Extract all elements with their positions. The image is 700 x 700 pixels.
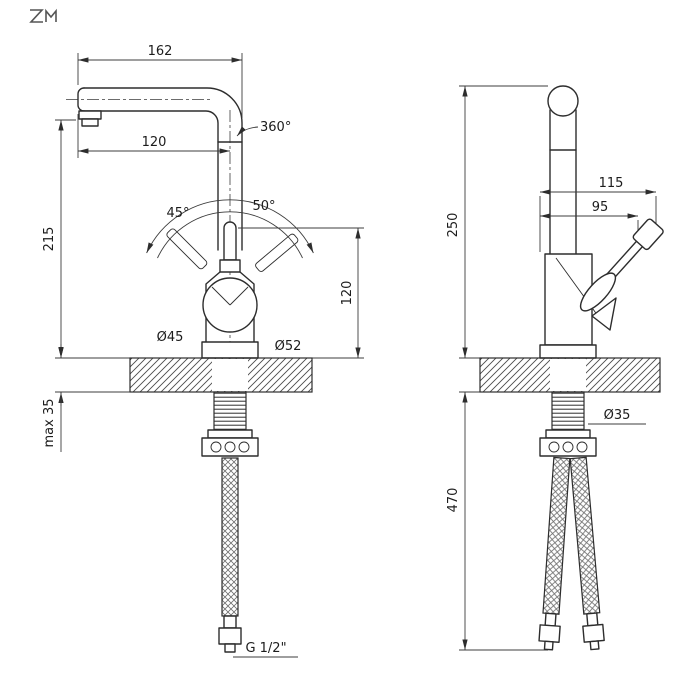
supply-hose-left bbox=[538, 456, 571, 651]
dim-height-to-spout: 215 bbox=[42, 119, 130, 359]
swivel-annotation: 360° bbox=[236, 120, 291, 137]
dim-body-height-label: 120 bbox=[340, 281, 355, 306]
mount-hole-annotation: Ø35 bbox=[588, 408, 646, 425]
dim-total-height: 250 bbox=[446, 85, 548, 359]
dim-depth-to-lever: 95 bbox=[540, 200, 639, 250]
front-view: 162 360° 120 215 45° 50° bbox=[42, 44, 364, 658]
dim-height-label: 215 bbox=[42, 227, 57, 252]
handle-base-plate bbox=[579, 272, 617, 312]
countertop-front bbox=[129, 357, 313, 393]
riser-side bbox=[547, 85, 579, 255]
base-flange bbox=[201, 341, 259, 359]
dim-depth-tip-label: 115 bbox=[599, 176, 624, 191]
thread-size-annotation: G 1/2" bbox=[233, 641, 298, 658]
handle-angle-right-label: 50° bbox=[252, 199, 275, 214]
dim-max-thickness-label: max 35 bbox=[42, 399, 57, 448]
hose-nut-front bbox=[218, 627, 242, 645]
dim-spout-width: 162 bbox=[77, 44, 243, 118]
dia-body-label: Ø45 bbox=[157, 330, 184, 345]
dim-body-height: 120 bbox=[238, 227, 364, 359]
threaded-shank-side bbox=[539, 391, 597, 457]
threaded-shank-front bbox=[201, 391, 259, 457]
dim-spout-reach: 120 bbox=[77, 114, 230, 158]
base-flange-side bbox=[539, 344, 597, 359]
mounting-bracket-side bbox=[539, 437, 597, 457]
dim-max-mount-thickness: max 35 bbox=[42, 344, 130, 452]
dim-hose-length: 470 bbox=[446, 391, 548, 651]
swivel-angle-label: 360° bbox=[260, 120, 291, 135]
dim-hose-length-label: 470 bbox=[446, 488, 461, 513]
handle-swing-range: 45° 50° bbox=[146, 199, 314, 272]
dim-spout-width-label: 162 bbox=[148, 44, 173, 59]
spout-end-circle bbox=[547, 85, 579, 117]
dim-total-height-label: 250 bbox=[446, 213, 461, 238]
mixer-body bbox=[201, 271, 259, 359]
mixer-body-side bbox=[539, 253, 617, 359]
handle-lever bbox=[219, 221, 241, 273]
aerator bbox=[78, 110, 102, 127]
supply-hose-front bbox=[218, 457, 242, 653]
supply-hose-right bbox=[569, 456, 605, 651]
dia-base-label: Ø52 bbox=[275, 339, 302, 354]
handle-angle-left-label: 45° bbox=[166, 206, 189, 221]
dim-spout-reach-label: 120 bbox=[142, 135, 167, 150]
countertop-side bbox=[479, 357, 661, 393]
dim-depth-lever-label: 95 bbox=[592, 200, 609, 215]
spout-outline bbox=[77, 87, 243, 251]
mounting-bracket-front bbox=[201, 437, 259, 457]
side-view: 250 470 115 95 bbox=[446, 85, 664, 651]
brand-mark bbox=[29, 8, 57, 23]
handle-knob bbox=[632, 218, 664, 251]
thread-size-label: G 1/2" bbox=[245, 641, 286, 656]
dim-depth-to-handle-tip: 115 bbox=[539, 176, 657, 252]
dia-hole-label: Ø35 bbox=[604, 408, 631, 423]
